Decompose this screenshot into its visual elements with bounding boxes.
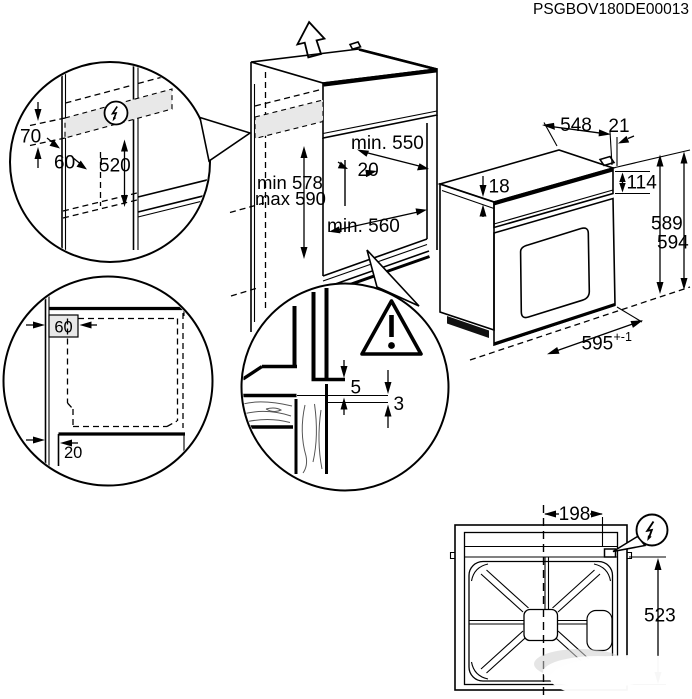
oven-drawing: 548 21 18 114 xyxy=(437,115,691,361)
dim-connection-offset: 198 xyxy=(544,504,604,547)
dim-70: 70 xyxy=(20,102,42,168)
dim-label-plan-60: 60 xyxy=(54,319,72,337)
connection-zone-box xyxy=(48,314,79,338)
cabinet-top-tab xyxy=(348,41,362,51)
top-view-drawing: 198 523 xyxy=(449,504,692,699)
dim-niche-width: min. 560 xyxy=(327,208,427,237)
dim-label-oven-width: 595 xyxy=(582,334,614,355)
fan-center-plate xyxy=(523,608,559,642)
dim-label-oven-depth: 548 xyxy=(560,115,592,136)
cabinet-drawing: min 578 max 590 min. 550 20 min. 560 xyxy=(229,20,438,332)
dim-label-gap-5: 5 xyxy=(351,378,362,399)
dim-label-70: 70 xyxy=(20,127,41,148)
connection-point-box xyxy=(603,548,617,558)
dim-side-offset: 20 xyxy=(337,160,379,181)
watermark-smudge xyxy=(534,649,692,699)
lightning-bolt-icon xyxy=(110,106,118,122)
dim-panel-height: 114 xyxy=(615,170,658,195)
dim-label-top-thickness: 18 xyxy=(489,177,510,198)
dim-label-height-min: min 578 xyxy=(257,172,323,193)
dim-label-width-min: min. 560 xyxy=(327,216,400,237)
dim-label-back-offset: 21 xyxy=(608,116,629,137)
dim-label-plan-20: 20 xyxy=(64,444,82,462)
dim-label-depth-min: min. 550 xyxy=(351,133,424,154)
electrical-callout xyxy=(612,513,669,553)
electrical-symbol xyxy=(103,100,129,126)
dim-label-60: 60 xyxy=(54,153,75,174)
dim-label-connection-offset: 198 xyxy=(559,504,591,525)
dim-label-height-total: 594 xyxy=(657,233,689,254)
dim-top-thickness: 18 xyxy=(479,176,510,217)
electrical-zone-shaded xyxy=(254,99,324,140)
dim-plan-60: 60 xyxy=(26,319,97,337)
warning-triangle-icon xyxy=(360,299,423,356)
dim-oven-width: 595 +-1 xyxy=(547,306,643,355)
dim-oven-heights: 589 594 xyxy=(612,149,691,294)
detail-electrical-zone: 70 60 520 xyxy=(9,61,252,263)
dim-label-520: 520 xyxy=(99,156,131,177)
dim-back-offset: 21 xyxy=(608,116,635,166)
callout-tail xyxy=(198,116,252,163)
dim-oven-depth: 548 xyxy=(542,115,613,166)
dim-gap-3: 3 xyxy=(384,370,405,428)
dim-label-width-tolerance: +-1 xyxy=(614,330,632,344)
oven-foot xyxy=(447,316,489,338)
dim-60: 60 xyxy=(46,137,87,174)
dim-niche-height: min 578 max 590 xyxy=(255,146,326,259)
dim-plan-20: 20 xyxy=(26,436,82,462)
dim-gap-5: 5 xyxy=(340,360,362,415)
dim-label-gap-3: 3 xyxy=(394,394,405,415)
dim-label-panel-height: 114 xyxy=(627,173,658,194)
dim-niche-depth: min. 550 xyxy=(351,133,429,171)
lightning-bolt-icon xyxy=(645,520,655,541)
pull-out-arrow-icon xyxy=(295,20,327,59)
oven-door-window xyxy=(519,227,591,319)
detail-front-gap: 5 3 xyxy=(240,249,450,492)
dim-label-offset: 20 xyxy=(358,160,379,181)
part-number: PSGBOV180DE00013 xyxy=(533,1,689,18)
oven-connection-box xyxy=(598,155,616,167)
dim-label-height-body: 589 xyxy=(651,214,683,235)
dim-label-top-view-depth: 523 xyxy=(644,606,676,627)
callout-tail xyxy=(366,249,420,307)
detail-plan-view: 60 20 xyxy=(2,275,214,487)
dim-520: 520 xyxy=(99,139,131,207)
dim-label-height-max: max 590 xyxy=(255,188,326,209)
